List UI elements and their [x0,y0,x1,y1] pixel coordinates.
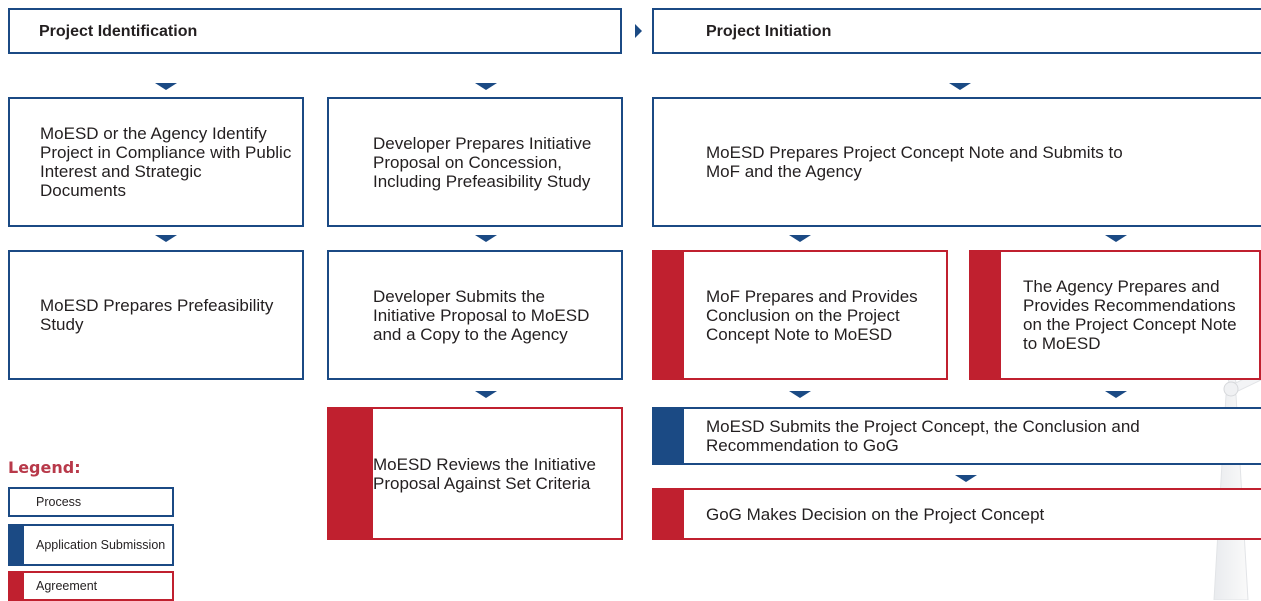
down-arrow-icon [1105,391,1127,398]
agreement-marker [329,409,373,538]
header-label: Project Initiation [706,22,832,40]
down-arrow-icon [155,83,177,90]
box-gog-decision: GoG Makes Decision on the Project Concep… [652,488,1261,540]
legend-label: Process [36,494,82,509]
agreement-marker [654,490,684,538]
legend-application-submission: Application Submission [8,524,174,566]
down-arrow-icon [475,391,497,398]
box-moesd-submits-gog: MoESD Submits the Project Concept, the C… [652,407,1261,465]
box-label: Developer Prepares Initiative Proposal o… [373,133,592,191]
down-arrow-icon [789,235,811,242]
legend-label: Agreement [36,578,98,593]
application-marker [10,526,24,564]
down-arrow-icon [955,475,977,482]
box-developer-submits: Developer Submits the Initiative Proposa… [327,250,623,380]
down-arrow-icon [155,235,177,242]
legend-process: Process [8,487,174,517]
legend-agreement: Agreement [8,571,174,601]
down-arrow-icon [789,391,811,398]
legend-title: Legend: [8,458,81,477]
application-marker [654,409,684,463]
box-moesd-reviews: MoESD Reviews the Initiative Proposal Ag… [327,407,623,540]
down-arrow-icon [949,83,971,90]
box-agency-recommendations: The Agency Prepares and Provides Recomme… [969,250,1261,380]
box-label: GoG Makes Decision on the Project Concep… [706,504,1045,524]
box-label: MoESD Submits the Project Concept, the C… [706,417,1140,455]
box-label: MoESD or the Agency Identify Project in … [40,124,292,200]
box-label: MoESD Reviews the Initiative Proposal Ag… [373,454,596,493]
agreement-marker [971,252,1001,378]
agreement-marker [10,573,24,599]
box-moesd-prefeasibility: MoESD Prepares Prefeasibility Study [8,250,304,380]
agreement-marker [654,252,684,378]
down-arrow-icon [475,83,497,90]
down-arrow-icon [1105,235,1127,242]
box-label: The Agency Prepares and Provides Recomme… [1023,277,1237,353]
box-label: MoESD Prepares Prefeasibility Study [40,296,274,334]
box-moesd-identify-project: MoESD or the Agency Identify Project in … [8,97,304,227]
box-label: Developer Submits the Initiative Proposa… [373,286,590,344]
header-label: Project Identification [39,22,198,40]
box-developer-prepares-proposal: Developer Prepares Initiative Proposal o… [327,97,623,227]
box-mof-conclusion: MoF Prepares and Provides Conclusion on … [652,250,948,380]
header-project-initiation: Project Initiation [652,8,1261,54]
box-label: MoF Prepares and Provides Conclusion on … [706,286,918,344]
down-arrow-icon [475,235,497,242]
right-arrow-icon [635,24,642,38]
header-project-identification: Project Identification [8,8,622,54]
legend-label: Application Submission [36,537,166,552]
box-label: MoESD Prepares Project Concept Note and … [706,143,1123,181]
box-moesd-concept-note: MoESD Prepares Project Concept Note and … [652,97,1261,227]
